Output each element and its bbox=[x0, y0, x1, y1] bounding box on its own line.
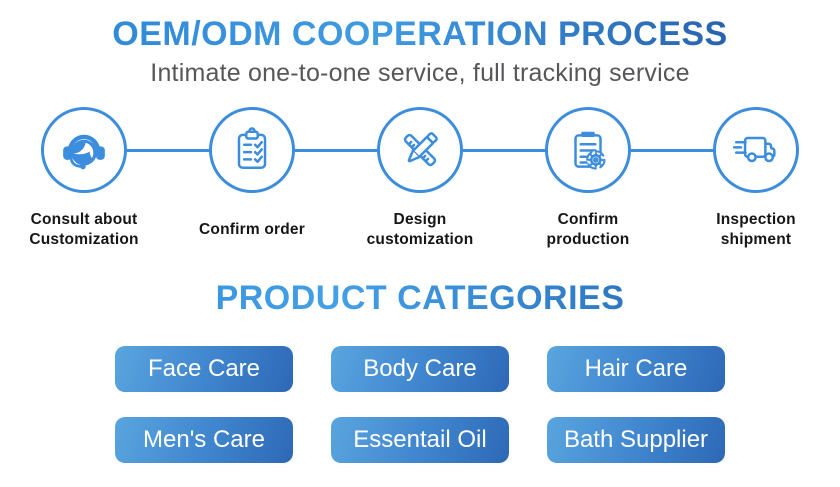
process-step-shipment: Inspection shipment bbox=[672, 107, 840, 250]
page-subtitle: Intimate one-to-one service, full tracki… bbox=[150, 59, 690, 87]
clipboard-gear-icon bbox=[574, 131, 606, 170]
step-label-line: Customization bbox=[29, 231, 139, 248]
step-circle bbox=[545, 107, 631, 193]
process-flow: Consult about Customization Confirm orde… bbox=[0, 107, 840, 250]
step-label-line: Consult about bbox=[30, 211, 138, 229]
page-title: OEM/ODM COOPERATION PROCESS bbox=[0, 0, 840, 54]
process-step-consult: Consult about Customization bbox=[0, 107, 168, 250]
process-step-production: Confirm production bbox=[504, 107, 672, 250]
step-label: Consult about Customization bbox=[29, 210, 138, 250]
category-buttons: Face Care Body Care Hair Care Men's Care… bbox=[0, 346, 840, 463]
process-step-design: Design customization bbox=[336, 107, 504, 250]
process-step-confirm-order: Confirm order bbox=[168, 107, 336, 250]
step-label-line: Inspection bbox=[716, 211, 796, 229]
step-label: Confirm production bbox=[547, 210, 630, 250]
clipboard-checklist-icon bbox=[237, 127, 267, 169]
pencil-ruler-icon bbox=[403, 132, 438, 167]
step-circle bbox=[41, 107, 127, 193]
category-button-row: Men's Care Essentail Oil Bath Supplier bbox=[115, 417, 725, 463]
step-label-line: production bbox=[546, 231, 630, 248]
category-button-face-care[interactable]: Face Care bbox=[115, 346, 293, 392]
step-circle bbox=[209, 107, 295, 193]
step-label: Inspection shipment bbox=[716, 210, 796, 250]
category-button-bath-supplier[interactable]: Bath Supplier bbox=[547, 417, 725, 463]
step-label: Confirm order bbox=[199, 210, 305, 250]
step-circle bbox=[377, 107, 463, 193]
step-circle bbox=[713, 107, 799, 193]
categories-title: PRODUCT CATEGORIES bbox=[0, 278, 840, 318]
step-label-line: shipment bbox=[720, 231, 792, 248]
step-label-line: Design bbox=[393, 211, 447, 229]
category-button-row: Face Care Body Care Hair Care bbox=[115, 346, 725, 392]
step-label-line: Confirm order bbox=[199, 221, 305, 239]
category-button-mens-care[interactable]: Men's Care bbox=[115, 417, 293, 463]
category-button-body-care[interactable]: Body Care bbox=[331, 346, 509, 392]
delivery-truck-icon bbox=[732, 136, 776, 163]
headset-agent-icon bbox=[63, 134, 105, 170]
step-label: Design customization bbox=[367, 210, 474, 250]
category-button-essential-oil[interactable]: Essentail Oil bbox=[331, 417, 509, 463]
process-steps: Consult about Customization Confirm orde… bbox=[0, 107, 840, 250]
step-label-line: Confirm bbox=[557, 211, 619, 229]
step-label-line: customization bbox=[366, 231, 474, 248]
category-button-hair-care[interactable]: Hair Care bbox=[547, 346, 725, 392]
